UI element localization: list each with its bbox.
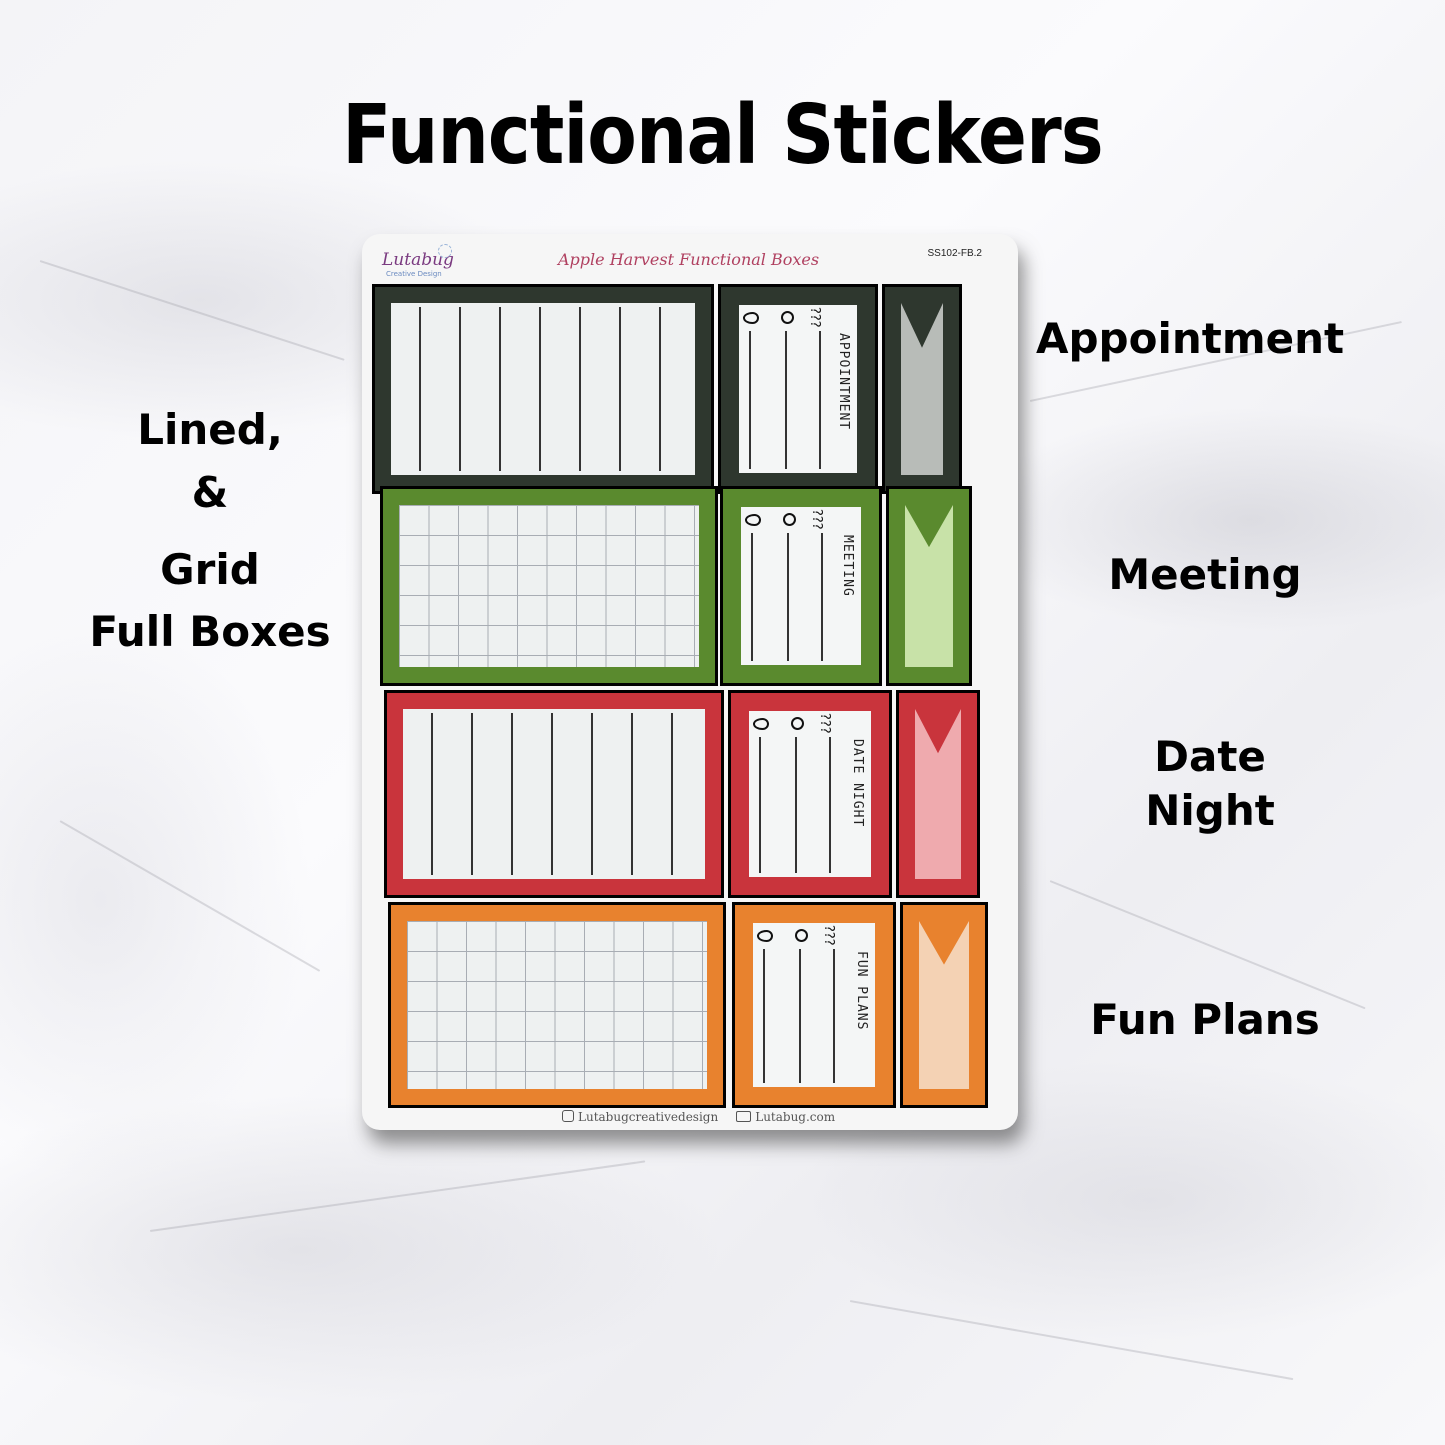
- clock-icon: [795, 929, 808, 942]
- ruled-line: [631, 713, 633, 875]
- ruled-line: [619, 307, 621, 471]
- caption-line: Full Boxes: [89, 607, 331, 656]
- event-type-label: APPOINTMENT: [836, 333, 851, 431]
- snowflake-icon: [438, 244, 452, 258]
- marble-vein: [149, 1160, 646, 1232]
- sticker-fun-plans-event-box: ??? FUN PLANS: [732, 902, 896, 1108]
- writing-line: [785, 331, 787, 469]
- label-meeting: Meeting: [1108, 550, 1302, 599]
- instagram-link: Lutabugcreativedesign: [562, 1110, 718, 1124]
- flag-banner-icon: [915, 709, 961, 879]
- event-box-body: ??? MEETING: [741, 507, 861, 665]
- sticker-appointment-event-box: ??? APPOINTMENT: [718, 284, 878, 494]
- marble-vein: [1049, 880, 1366, 1010]
- question-marks: ???: [817, 713, 832, 734]
- flag-banner-icon: [901, 303, 943, 475]
- sheet-title: Apple Harvest Functional Boxes: [558, 250, 820, 269]
- writing-line: [749, 331, 751, 469]
- writing-line: [799, 949, 801, 1083]
- website-link: Lutabug.com: [736, 1110, 835, 1124]
- grid-lines: [407, 921, 707, 1089]
- sticker-meeting-flag-box: [886, 486, 972, 686]
- website-url: Lutabug.com: [755, 1110, 836, 1124]
- brand-name: Lutabug: [382, 250, 454, 270]
- product-code: SS102-FB.2: [927, 248, 982, 259]
- ruled-line: [591, 713, 593, 875]
- ruled-line: [579, 307, 581, 471]
- writing-line: [833, 949, 835, 1083]
- sticker-meeting-event-box: ??? MEETING: [720, 486, 882, 686]
- question-marks: ???: [809, 509, 824, 530]
- ruled-line: [659, 307, 661, 471]
- event-box-body: ??? DATE NIGHT: [749, 711, 871, 877]
- writing-line: [795, 737, 797, 873]
- monitor-icon: [736, 1111, 752, 1122]
- ruled-line: [459, 307, 461, 471]
- clock-icon: [783, 513, 796, 526]
- grid-area: [407, 921, 707, 1089]
- grid-area: [399, 505, 699, 667]
- sticker-fun-plans-flag-box: [900, 902, 988, 1108]
- label-fun-plans: Fun Plans: [1090, 995, 1320, 1044]
- event-box-body: ??? APPOINTMENT: [739, 305, 857, 473]
- ruled-line: [511, 713, 513, 875]
- marble-vein: [849, 1300, 1294, 1381]
- sticker-appointment-full-box: [372, 284, 714, 494]
- event-box-body: ??? FUN PLANS: [753, 923, 875, 1087]
- ruled-line: [499, 307, 501, 471]
- flag-banner-icon: [905, 505, 953, 667]
- clock-icon: [781, 311, 794, 324]
- question-marks: ???: [821, 925, 836, 946]
- instagram-icon: [562, 1110, 574, 1122]
- page-title: Functional Stickers: [342, 88, 1104, 183]
- writing-line: [819, 331, 821, 469]
- label-date-night: Date Night: [1145, 732, 1275, 835]
- event-type-label: MEETING: [840, 535, 855, 597]
- sheet-footer: Lutabugcreativedesign Lutabug.com: [562, 1110, 835, 1124]
- ruled-line: [419, 307, 421, 471]
- writing-line: [787, 533, 789, 661]
- ruled-line: [539, 307, 541, 471]
- location-pin-icon: [753, 718, 769, 730]
- question-marks: ???: [807, 307, 822, 328]
- writing-line: [763, 949, 765, 1083]
- location-pin-icon: [745, 514, 761, 526]
- writing-line: [759, 737, 761, 873]
- sticker-appointment-flag-box: [882, 284, 962, 494]
- writing-line: [751, 533, 753, 661]
- marble-vein: [59, 820, 321, 972]
- writing-line: [829, 737, 831, 873]
- marble-vein: [39, 260, 345, 361]
- event-type-label: DATE NIGHT: [850, 739, 865, 828]
- writing-line: [821, 533, 823, 661]
- event-type-label: FUN PLANS: [854, 951, 869, 1031]
- ruled-line: [551, 713, 553, 875]
- ruled-line: [671, 713, 673, 875]
- caption-line: Lined,: [137, 405, 283, 454]
- sticker-meeting-full-box: [380, 486, 718, 686]
- lined-area: [403, 709, 705, 879]
- sticker-date-night-flag-box: [896, 690, 980, 898]
- sticker-fun-plans-full-box: [388, 902, 726, 1108]
- left-caption: Lined, & Grid Full Boxes: [30, 398, 390, 664]
- sticker-date-night-event-box: ??? DATE NIGHT: [728, 690, 892, 898]
- lined-area: [391, 303, 695, 475]
- caption-line: &: [191, 468, 229, 517]
- caption-line: Grid: [160, 545, 260, 594]
- sticker-date-night-full-box: [384, 690, 724, 898]
- instagram-handle: Lutabugcreativedesign: [578, 1110, 719, 1124]
- label-appointment: Appointment: [1035, 314, 1345, 363]
- ruled-line: [471, 713, 473, 875]
- flag-banner-icon: [919, 921, 969, 1089]
- location-pin-icon: [757, 930, 773, 942]
- grid-lines: [399, 505, 699, 667]
- location-pin-icon: [743, 312, 759, 324]
- ruled-line: [431, 713, 433, 875]
- brand-subtitle: Creative Design: [386, 270, 442, 278]
- clock-icon: [791, 717, 804, 730]
